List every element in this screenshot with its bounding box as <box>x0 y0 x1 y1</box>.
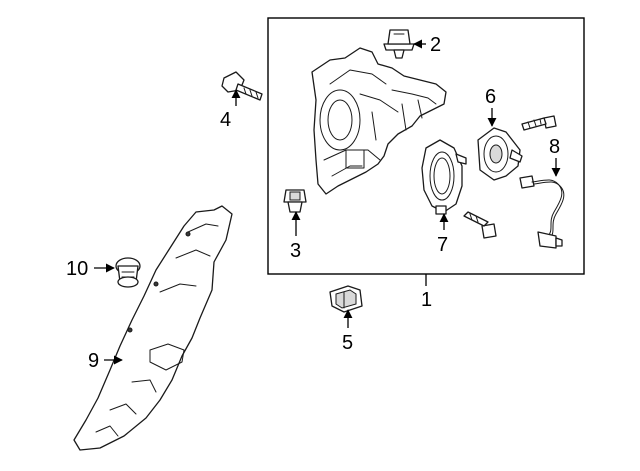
callout-4: 4 <box>220 109 231 131</box>
retainer-part <box>283 189 307 213</box>
callout-3: 3 <box>290 240 301 262</box>
screw-part-upper <box>521 115 557 131</box>
tweeter-speaker-part <box>477 127 523 181</box>
trim-panel-part <box>73 205 233 451</box>
callout-6: 6 <box>485 86 496 108</box>
callout-2: 2 <box>430 34 441 56</box>
callout-9: 9 <box>88 350 99 372</box>
clip-part <box>329 285 363 313</box>
screw-part-lower <box>463 211 497 239</box>
speaker-housing-part <box>311 47 447 195</box>
callout-5: 5 <box>342 332 353 354</box>
callout-10: 10 <box>66 258 88 280</box>
callout-8: 8 <box>549 136 560 158</box>
trim-clip-part <box>115 257 141 288</box>
push-clip-part <box>383 29 415 59</box>
wire-harness-part <box>519 175 565 249</box>
callout-7: 7 <box>437 234 448 256</box>
callout-1: 1 <box>421 289 432 311</box>
bolt-part <box>221 71 263 101</box>
speaker-ring-part <box>421 139 467 215</box>
